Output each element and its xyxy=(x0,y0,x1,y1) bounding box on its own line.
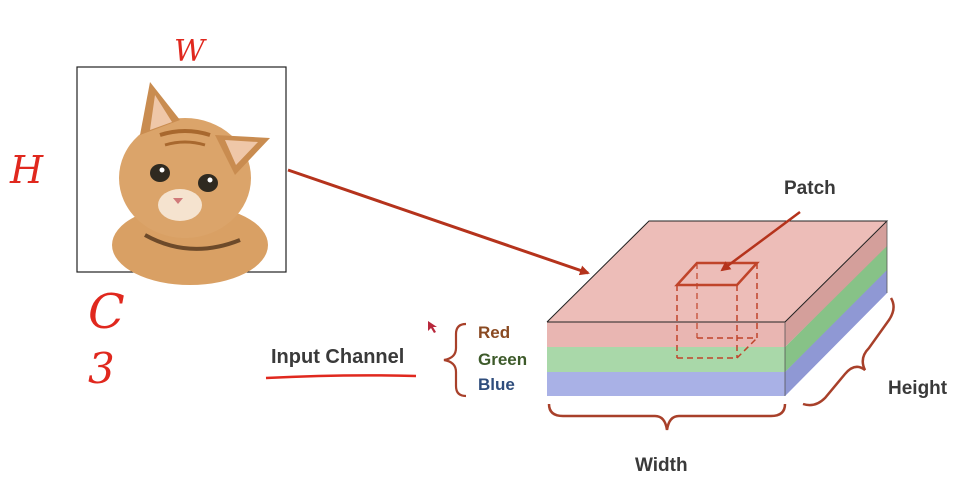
green-layer xyxy=(785,245,887,372)
handwritten-w: W xyxy=(174,34,205,69)
input-channel-underline xyxy=(265,374,417,380)
kitten-image xyxy=(76,66,287,285)
green-channel-label: Green xyxy=(478,350,528,369)
image-to-tensor-arrow xyxy=(287,168,590,276)
handwritten-c: C xyxy=(88,284,125,340)
handwritten-3: 3 xyxy=(88,344,115,393)
handwritten-h: H xyxy=(10,148,44,192)
cursor-icon xyxy=(428,321,437,333)
height-label: Height xyxy=(888,378,948,399)
input-tensor xyxy=(546,210,889,396)
channel-brace xyxy=(443,322,467,398)
height-brace xyxy=(802,297,895,407)
red-channel-label: Red xyxy=(478,323,511,342)
patch-label: Patch xyxy=(784,178,836,199)
red-layer xyxy=(785,221,887,347)
input-channel-label: Input Channel xyxy=(271,346,405,368)
width-label: Width xyxy=(635,455,688,476)
width-brace xyxy=(547,403,787,431)
blue-channel-label: Blue xyxy=(478,375,515,394)
patch-arrow xyxy=(720,210,801,272)
patch-cube xyxy=(674,261,760,359)
